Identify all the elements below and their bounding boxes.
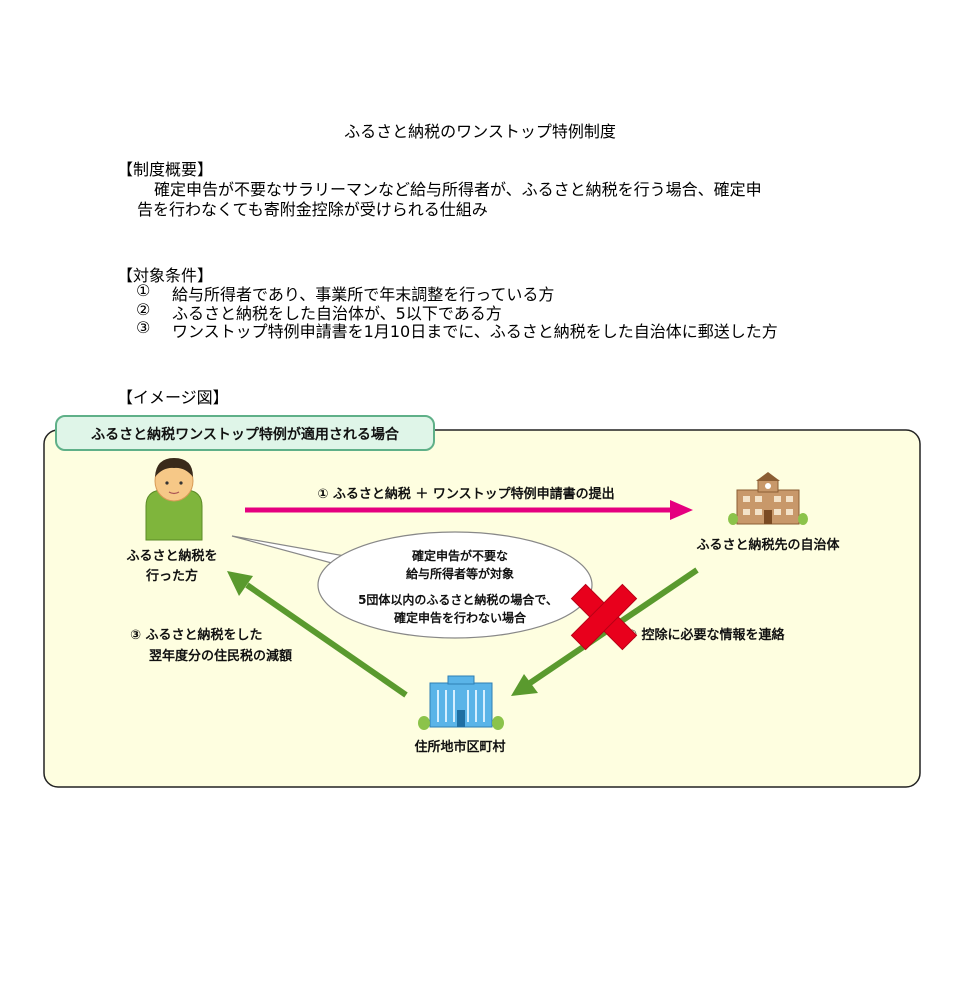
diagram-tab-title: ふるさと納税ワンストップ特例が適用される場合 [91, 426, 400, 443]
person-icon [145, 458, 203, 541]
document-title: ふるさと納税のワンストップ特例制度 [344, 122, 616, 141]
municipality-building-icon [418, 675, 504, 730]
municipality-label: 住所地市区町村 [414, 739, 505, 755]
bubble-line-2: 給与所得者等が対象 [406, 566, 514, 581]
condition-number-1: ① [136, 281, 151, 300]
condition-text-3: ワンストップ特例申請書を1月10日までに、ふるさと納税をした自治体に郵送した方 [172, 322, 778, 341]
arrow-tax-reduction-label-line-1: ③ ふるさと納税をした [130, 627, 263, 643]
conditions-heading: 【対象条件】 [117, 266, 214, 285]
bubble-line-4: 確定申告を行わない場合 [394, 610, 527, 625]
arrow-tax-reduction [227, 571, 408, 698]
image-heading: 【イメージ図】 [117, 388, 229, 407]
overview-line-2: 告を行わなくても寄附金控除が受けられる仕組み [137, 200, 488, 219]
speech-bubble [231, 531, 593, 639]
person-label-line-2: 行った方 [145, 568, 198, 584]
overview-line-1: 確定申告が不要なサラリーマンなど給与所得者が、ふるさと納税を行う場合、確定申 [154, 180, 762, 199]
city-hall-icon [728, 472, 808, 525]
condition-text-2: ふるさと納税をした自治体が、5以下である方 [172, 304, 502, 323]
arrow-tax-reduction-label-line-2: 翌年度分の住民税の減額 [149, 648, 292, 664]
city-hall-label: ふるさと納税先の自治体 [696, 537, 840, 553]
condition-number-3: ③ [136, 318, 151, 337]
person-label-line-1: ふるさと納税を [126, 548, 217, 564]
condition-text-1: 給与所得者であり、事業所で年末調整を行っている方 [172, 285, 555, 304]
cross-mark-icon [570, 583, 638, 651]
arrow-submission-label: ① ふるさと納税 ＋ ワンストップ特例申請書の提出 [317, 486, 614, 502]
arrow-submission [245, 500, 693, 520]
diagram-tab [55, 415, 435, 451]
arrow-notification-label: ② 控除に必要な情報を連絡 [626, 627, 786, 643]
condition-number-2: ② [136, 300, 151, 319]
bubble-line-3: 5団体以内のふるさと納税の場合で、 [358, 592, 558, 607]
overview-heading: 【制度概要】 [117, 160, 214, 179]
bubble-line-1: 確定申告が不要な [412, 548, 508, 563]
